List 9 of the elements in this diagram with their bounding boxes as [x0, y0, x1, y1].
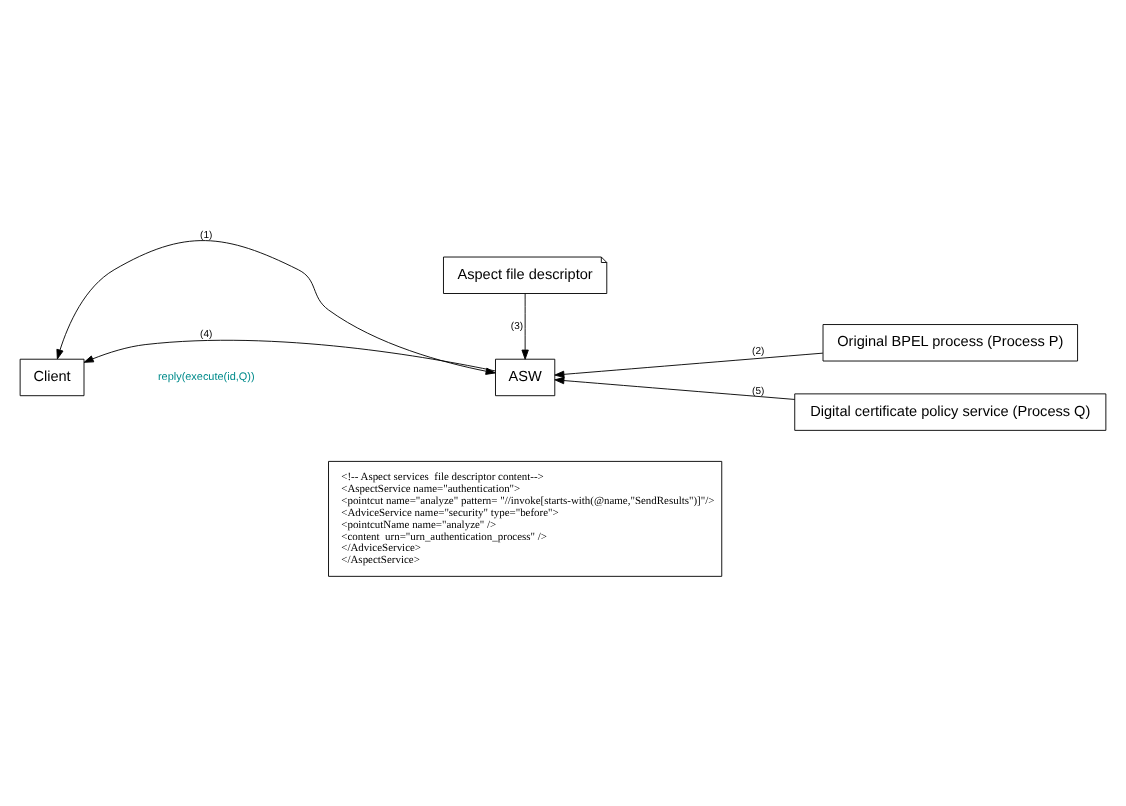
node-box: ASW	[495, 358, 556, 397]
arrow	[83, 339, 496, 372]
node-box: Original BPEL process (Process P)	[822, 324, 1079, 362]
arrow	[56, 240, 496, 375]
arrow	[521, 293, 529, 360]
arrow	[554, 376, 796, 400]
node-box: Client	[19, 358, 85, 397]
node-box: Digital certificate policy service (Process Q)	[794, 393, 1107, 431]
arrow	[554, 352, 824, 378]
